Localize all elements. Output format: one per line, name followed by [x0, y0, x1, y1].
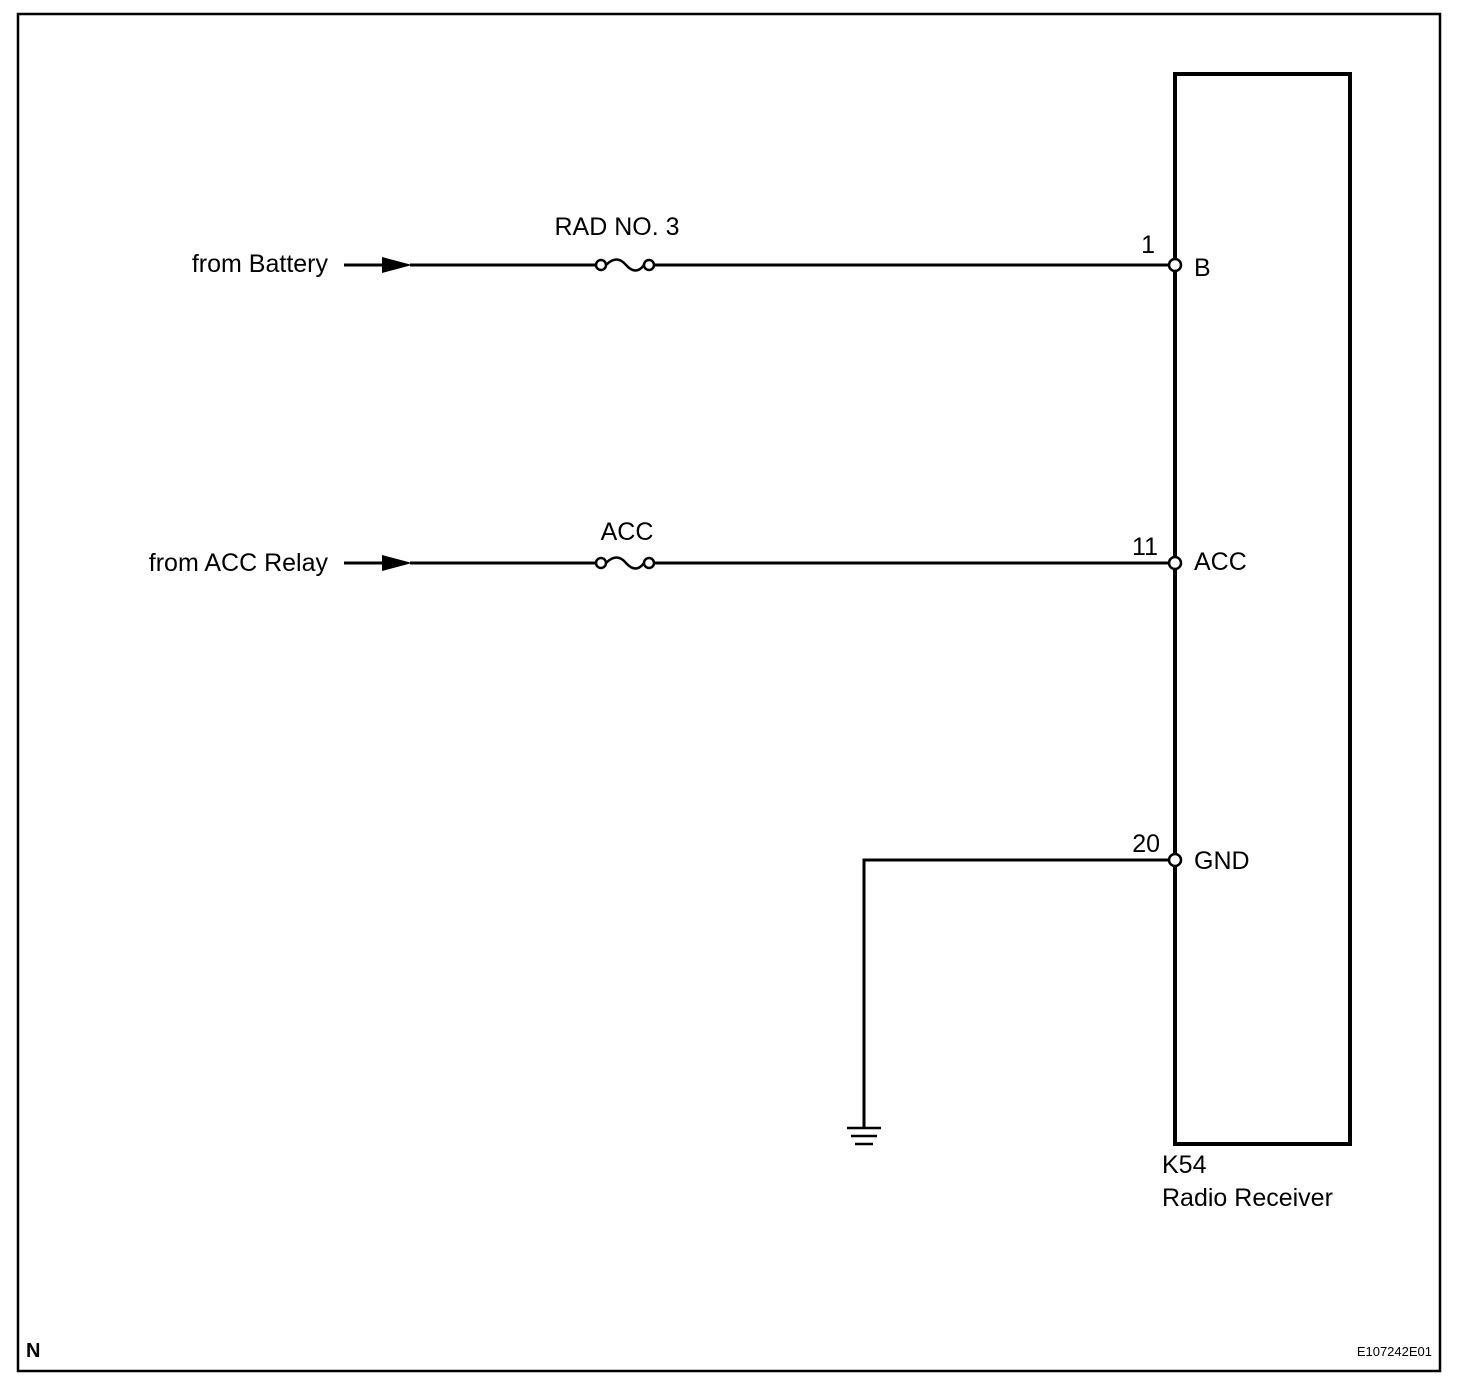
- diagram-frame: [16, 12, 1442, 1373]
- acc-input-arrow-head: [382, 555, 412, 571]
- fuse-acc-icon: [605, 556, 646, 570]
- figure-code: E107242E01: [1357, 1344, 1432, 1359]
- pin-11-number: 11: [1132, 533, 1158, 561]
- pin-1-number: 1: [1141, 231, 1155, 259]
- pin-20-number: 20: [1132, 830, 1160, 858]
- pin-1-terminal: [1167, 257, 1183, 273]
- fuse-rad-no3-terminal-left: [594, 258, 608, 272]
- component-code: K54: [1162, 1151, 1207, 1179]
- acc-circuit: from ACC Relay ACC 11 ACC: [149, 518, 1247, 577]
- ground-wire: [862, 858, 1169, 1128]
- pin-20-terminal: [1167, 852, 1183, 868]
- corner-mark: N: [26, 1340, 40, 1362]
- battery-circuit: from Battery RAD NO. 3 1 B: [192, 213, 1211, 282]
- terminal-b-label: B: [1194, 254, 1211, 282]
- terminal-acc-label: ACC: [1194, 548, 1247, 576]
- ground-circuit: 20 GND: [847, 830, 1250, 1146]
- fuse-acc-terminal-right: [642, 556, 656, 570]
- fuse-rad-no3-icon: [605, 258, 646, 272]
- fuse-rad-no3-label: RAD NO. 3: [554, 213, 679, 241]
- fuse-acc-terminal-left: [594, 556, 608, 570]
- pin-11-terminal: [1167, 555, 1183, 571]
- component-name: Radio Receiver: [1162, 1184, 1333, 1212]
- battery-source-label: from Battery: [192, 250, 329, 278]
- battery-input-arrow-head: [382, 257, 412, 273]
- terminal-gnd-label: GND: [1194, 847, 1250, 875]
- fuse-rad-no3-terminal-right: [642, 258, 656, 272]
- radio-receiver-box: [1173, 72, 1352, 1146]
- acc-source-label: from ACC Relay: [149, 549, 329, 577]
- fuse-acc-label: ACC: [601, 518, 654, 546]
